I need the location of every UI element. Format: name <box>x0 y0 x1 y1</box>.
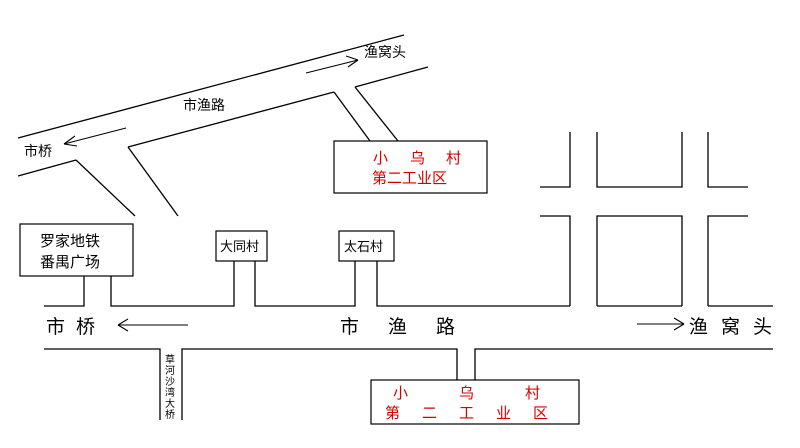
arrow-to-shiqiao-main <box>117 318 188 332</box>
luojia-metro-line1: 罗家地铁 <box>40 232 100 250</box>
taishi-village-box <box>338 230 395 262</box>
bridge-char-5: 大 <box>165 397 175 410</box>
industrial-zone-top-line2: 第二工业区 <box>372 169 447 187</box>
luojia-metro-landmark: 罗家地铁 番禺广场 <box>19 223 134 277</box>
upper-road-name: 市渔路 <box>183 97 225 114</box>
main-road-west-char-2: 桥 <box>76 316 95 338</box>
upper-road-south-edge-west <box>17 159 77 177</box>
grid-lower-right-block <box>707 215 748 306</box>
industrial-zone-bottom-char-6: 工 <box>459 404 474 422</box>
arrow-to-yuwotou-main <box>637 317 685 331</box>
industrial-zone-bottom-char-1: 小 <box>393 384 408 402</box>
bridge-char-2: 河 <box>165 365 175 377</box>
upper-road-north-edge <box>17 34 405 139</box>
grid-lower-left-block <box>540 215 571 306</box>
industrial-zone-top-box <box>333 140 488 194</box>
industrial-zone-top-char-1: 小 <box>373 149 388 167</box>
main-road-name-char-2: 渔 <box>388 316 407 338</box>
upper-road-south-edge-east <box>354 66 429 88</box>
bridge-char-1: 草 <box>165 354 175 366</box>
main-road-east-char-3: 头 <box>753 316 772 338</box>
datong-village-landmark: 大同村 <box>215 230 268 262</box>
industrial-zone-bottom-char-5: 二 <box>422 404 437 422</box>
grid-upper-middle-block <box>596 132 683 188</box>
main-road-south-edge <box>44 348 773 420</box>
bridge-char-4: 湾 <box>165 386 175 399</box>
main-road-name-char-3: 路 <box>436 316 455 338</box>
bridge-char-3: 沙 <box>165 376 175 388</box>
industrial-zone-bottom-char-8: 区 <box>533 404 548 422</box>
luojia-metro-box <box>19 223 134 277</box>
main-road-west-char-1: 市 <box>46 316 65 338</box>
arrow-to-yuwotou-upper <box>305 55 359 74</box>
industrial-zone-bottom-char-7: 业 <box>496 404 511 422</box>
upper-road-south-edge-middle <box>127 91 335 148</box>
main-road-east-char-2: 窝 <box>721 316 740 338</box>
main-road-north-edge <box>44 261 773 307</box>
bridge-char-6: 桥 <box>165 409 175 421</box>
grid-upper-left-block <box>540 132 571 188</box>
taishi-village-landmark: 太石村 <box>338 230 395 262</box>
upper-road-east-destination: 渔窝头 <box>364 44 406 61</box>
grid-lower-middle-block <box>596 215 683 306</box>
branch-road-west-edge <box>75 159 136 217</box>
industrial-zone-bottom-char-4: 第 <box>385 404 400 422</box>
main-road-east-char-1: 渔 <box>689 316 708 338</box>
industrial-zone-top-char-2: 乌 <box>410 149 425 167</box>
main-road <box>44 261 773 420</box>
industrial-zone-bottom-char-2: 乌 <box>459 384 474 402</box>
datong-village-box <box>215 230 268 262</box>
branch-road-east-edge <box>127 146 179 217</box>
taishi-village-label: 太石村 <box>344 240 383 255</box>
industrial-zone-top-char-3: 村 <box>446 149 461 167</box>
grid-upper-right-block <box>707 132 748 188</box>
right-grid-roads <box>540 132 748 306</box>
datong-village-label: 大同村 <box>220 240 259 255</box>
upper-road-west-destination: 市桥 <box>24 143 52 160</box>
arrow-to-shiqiao-upper <box>63 127 127 147</box>
connector-road-west-edge <box>333 91 371 142</box>
connector-road-east-edge <box>354 86 399 142</box>
luojia-metro-line2: 番禺广场 <box>40 253 100 271</box>
industrial-zone-bottom-box <box>370 379 580 425</box>
main-road-name-char-1: 市 <box>340 316 359 338</box>
caohe-shawan-bridge-label: 草 河 沙 湾 大 桥 <box>165 354 175 421</box>
industrial-zone-top: 小 乌 村 第二工业区 <box>333 140 488 194</box>
upper-road <box>17 34 429 217</box>
industrial-zone-bottom: 小 乌 村 第 二 工 业 区 <box>370 379 580 425</box>
industrial-zone-bottom-char-3: 村 <box>525 384 540 402</box>
